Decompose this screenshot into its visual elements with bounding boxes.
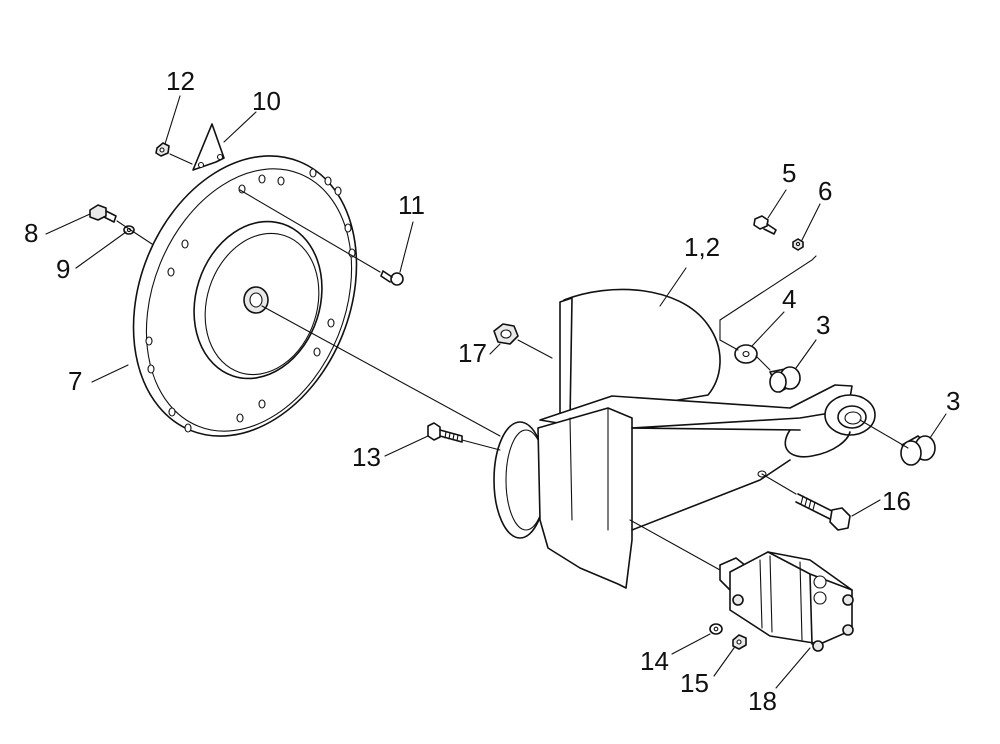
label-17: 17 bbox=[458, 338, 487, 368]
label-10: 10 bbox=[252, 86, 281, 116]
rotor-housing bbox=[493, 288, 876, 589]
washer-4 bbox=[734, 344, 758, 364]
label-7: 7 bbox=[68, 366, 82, 396]
label-8: 8 bbox=[24, 218, 38, 248]
disc-plate bbox=[132, 155, 358, 437]
label-13: 13 bbox=[352, 442, 381, 472]
label-4: 4 bbox=[782, 284, 796, 314]
label-3-upper: 3 bbox=[816, 310, 830, 340]
bushing-3-lower bbox=[900, 435, 936, 466]
leader-lines bbox=[45, 95, 947, 689]
label-11: 11 bbox=[398, 190, 425, 220]
bolt-8 bbox=[89, 204, 117, 223]
label-14: 14 bbox=[640, 646, 669, 676]
label-6: 6 bbox=[818, 176, 832, 206]
label-16: 16 bbox=[882, 486, 911, 516]
bolt-13 bbox=[427, 422, 463, 443]
bushing-3-upper bbox=[769, 366, 801, 393]
label-15: 15 bbox=[680, 668, 709, 698]
label-18: 18 bbox=[748, 686, 777, 716]
assembly-lines bbox=[116, 153, 909, 571]
label-3-lower: 3 bbox=[946, 386, 960, 416]
reflector-plate bbox=[192, 123, 225, 171]
nut-6 bbox=[792, 238, 804, 251]
nut-17 bbox=[493, 323, 519, 345]
bolt-16 bbox=[795, 493, 851, 531]
nut-15 bbox=[732, 634, 747, 650]
disc-bolt-holes bbox=[145, 168, 356, 433]
label-5: 5 bbox=[782, 158, 796, 188]
screw-11 bbox=[380, 270, 404, 286]
screw-5 bbox=[753, 215, 777, 235]
washer-14 bbox=[709, 623, 723, 635]
part-labels: 12 10 8 9 11 7 13 17 1,2 5 6 4 3 3 16 14… bbox=[24, 66, 960, 716]
label-9: 9 bbox=[56, 254, 70, 284]
nut-12 bbox=[155, 142, 170, 157]
hydraulic-motor bbox=[719, 551, 854, 652]
label-12: 12 bbox=[166, 66, 195, 96]
label-1-2: 1,2 bbox=[684, 232, 720, 262]
